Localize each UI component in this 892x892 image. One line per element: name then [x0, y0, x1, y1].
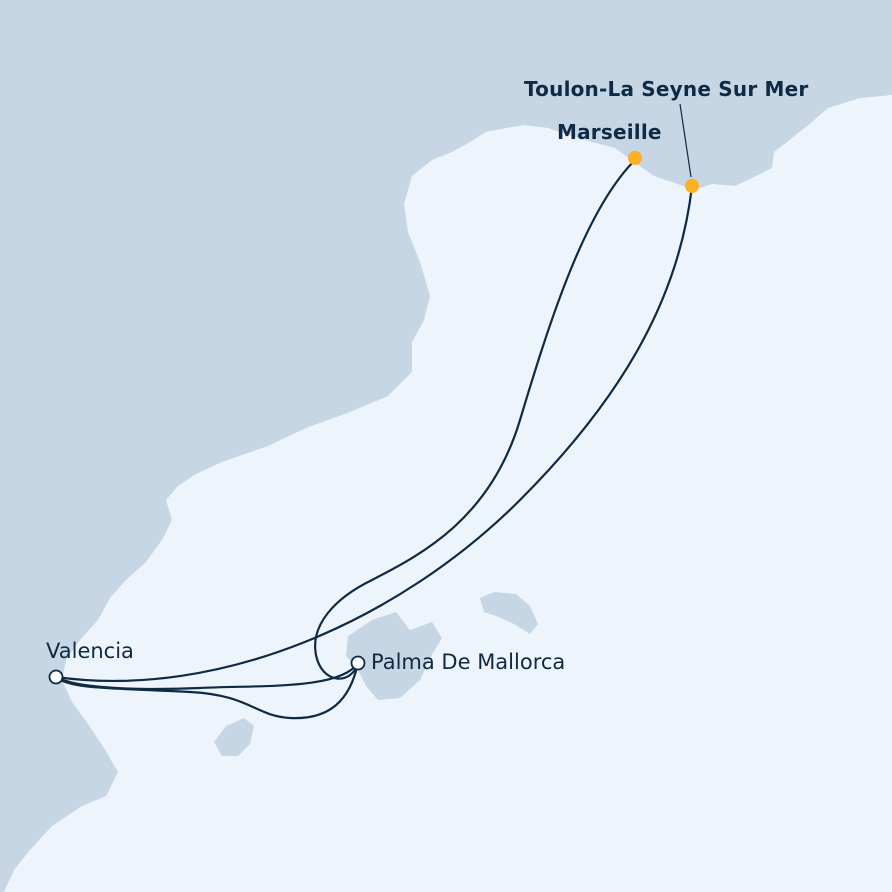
port-marker-palma[interactable] [350, 655, 366, 671]
route-marseille-to-palma [314, 158, 637, 680]
port-label-palma: Palma De Mallorca [371, 650, 566, 674]
port-label-marseille: Marseille [557, 120, 662, 144]
toulon-leader-line [679, 103, 692, 178]
cruise-route [54, 158, 694, 720]
route-valencia-to-toulon [54, 184, 694, 683]
mallorca-island [346, 612, 442, 700]
port-marker-valencia[interactable] [48, 669, 64, 685]
menorca-island [480, 592, 538, 634]
port-label-toulon: Toulon-La Seyne Sur Mer [524, 77, 809, 101]
port-marker-toulon[interactable] [685, 179, 699, 193]
port-label-valencia: Valencia [46, 639, 134, 663]
route-valencia-to-palma [54, 661, 360, 691]
port-marker-marseille[interactable] [628, 151, 642, 165]
ibiza-island [214, 718, 254, 756]
